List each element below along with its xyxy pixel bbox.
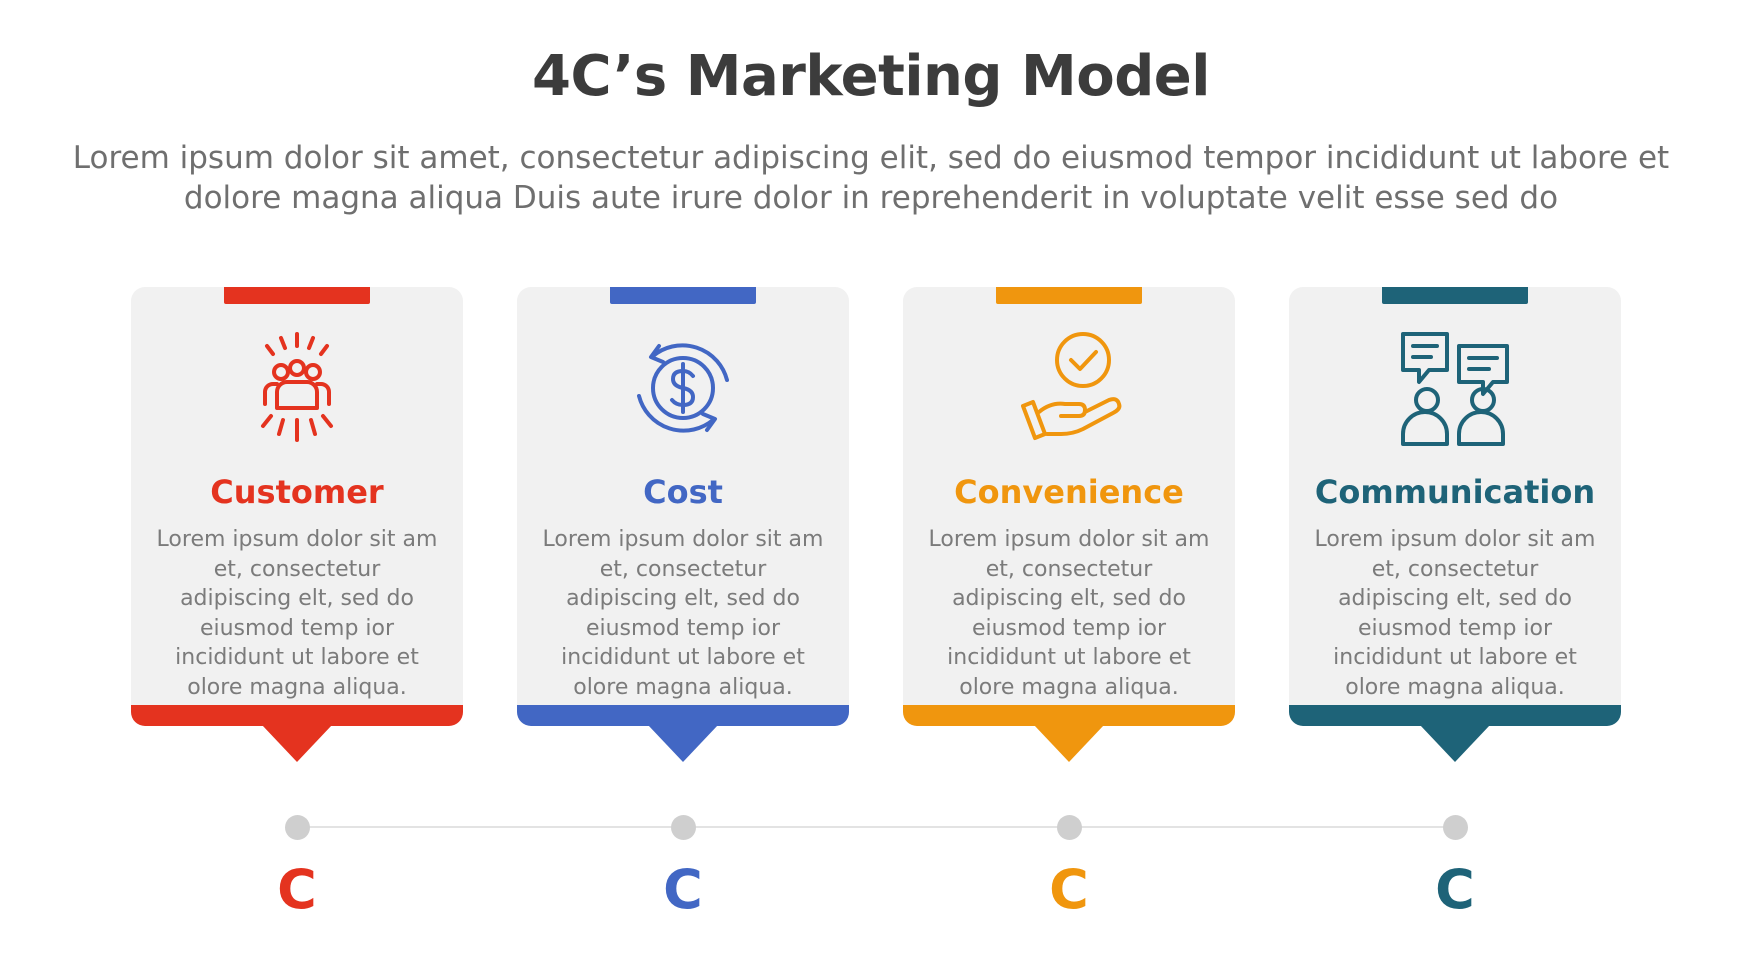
card-title: Cost: [643, 473, 723, 511]
card-footer-band: [903, 705, 1235, 726]
card-footer-band: [131, 705, 463, 726]
card-communication: Communication Lorem ipsum dolor sit am e…: [1289, 287, 1621, 726]
timeline-line: [297, 826, 1453, 828]
card-top-tab: [610, 287, 756, 304]
timeline-dot: [1057, 815, 1082, 840]
people-chat-icon: [1395, 328, 1515, 448]
timeline-dot: [1443, 815, 1468, 840]
hand-check-icon: [1009, 328, 1129, 448]
customer-group-icon: [237, 328, 357, 448]
c-letter: C: [663, 858, 703, 921]
timeline-dot: [671, 815, 696, 840]
card-top-tab: [996, 287, 1142, 304]
card-convenience: Convenience Lorem ipsum dolor sit am et,…: [903, 287, 1235, 726]
card-description: Lorem ipsum dolor sit am et, consectetur…: [542, 527, 824, 700]
page-subtitle: Lorem ipsum dolor sit amet, consectetur …: [72, 140, 1670, 216]
card-top-tab: [224, 287, 370, 304]
timeline-dot: [285, 815, 310, 840]
card-title: Communication: [1314, 473, 1596, 511]
card-footer-band: [1289, 705, 1621, 726]
dollar-cycle-icon: [623, 328, 743, 448]
c-letter: C: [277, 858, 317, 921]
c-letter: C: [1049, 858, 1089, 921]
c-letter: C: [1435, 858, 1475, 921]
card-title: Customer: [210, 473, 384, 511]
page-title: 4C’s Marketing Model: [532, 44, 1210, 109]
card-pointer: [1420, 725, 1490, 762]
card-customer: Customer Lorem ipsum dolor sit am et, co…: [131, 287, 463, 726]
card-title: Convenience: [954, 473, 1184, 511]
card-description: Lorem ipsum dolor sit am et, consectetur…: [1314, 527, 1596, 700]
card-description: Lorem ipsum dolor sit am et, consectetur…: [928, 527, 1210, 700]
card-pointer: [1034, 725, 1104, 762]
card-top-tab: [1382, 287, 1528, 304]
card-pointer: [262, 725, 332, 762]
card-description: Lorem ipsum dolor sit am et, consectetur…: [156, 527, 438, 700]
card-cost: Cost Lorem ipsum dolor sit am et, consec…: [517, 287, 849, 726]
card-pointer: [648, 725, 718, 762]
card-footer-band: [517, 705, 849, 726]
